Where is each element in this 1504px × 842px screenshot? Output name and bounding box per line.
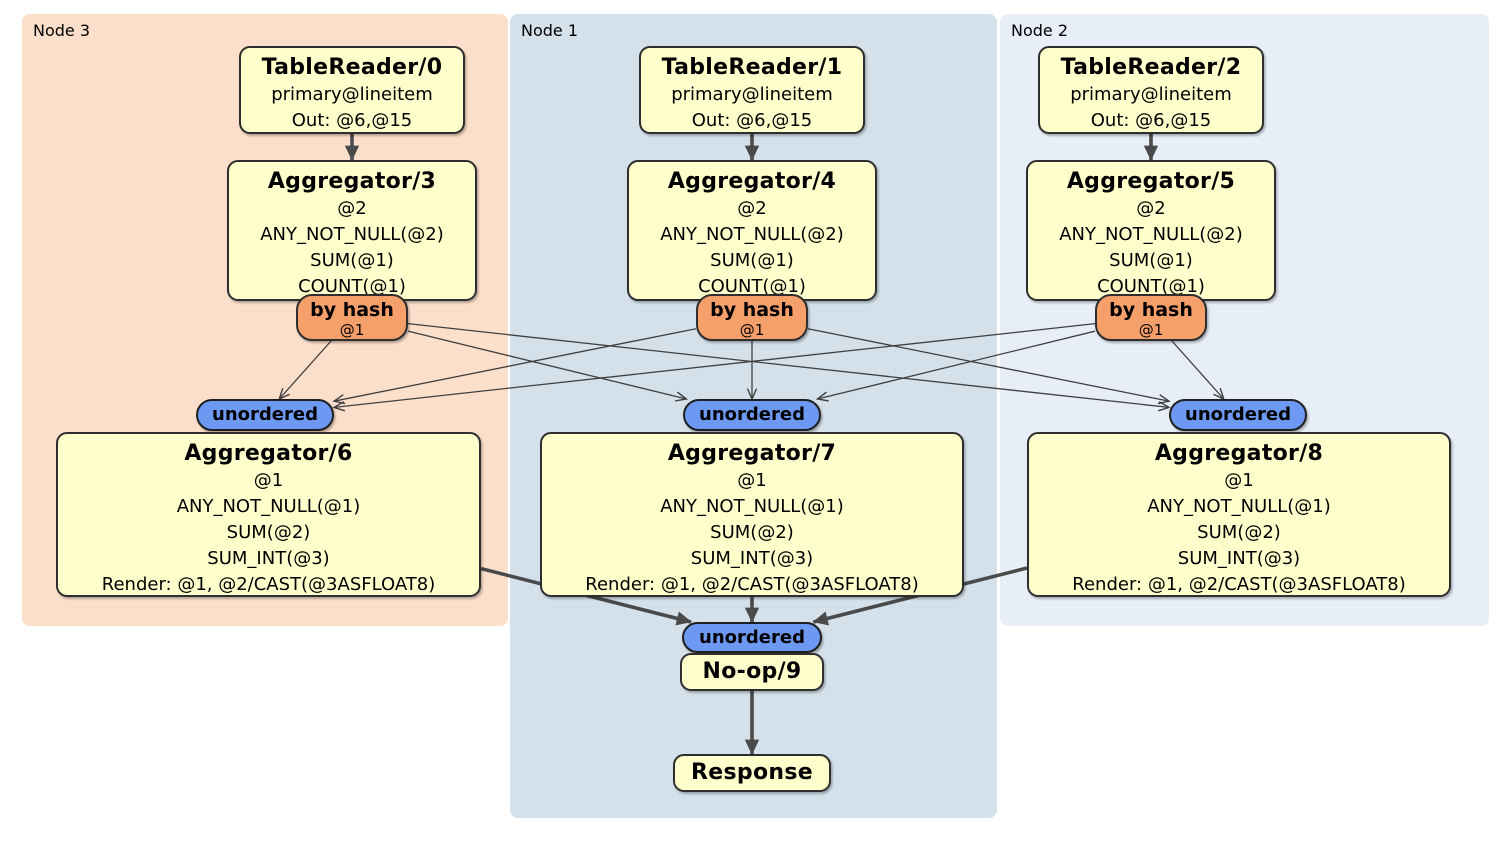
node-aggregator-4-fn1: ANY_NOT_NULL(@2) bbox=[660, 224, 844, 245]
node-response-title: Response bbox=[691, 760, 813, 785]
node-aggregator-7-render: Render: @1, @2/CAST(@3ASFLOAT8) bbox=[585, 574, 919, 595]
router-by-hash-4-label: by hash bbox=[710, 299, 794, 321]
sync-unordered-6: unordered bbox=[196, 399, 334, 431]
node-tablereader-1-title: TableReader/1 bbox=[661, 55, 843, 80]
node-aggregator-3-group: @2 bbox=[337, 198, 367, 219]
node-tablereader-2: TableReader/2 primary@lineitem Out: @6,@… bbox=[1038, 46, 1264, 134]
node-aggregator-5-group: @2 bbox=[1136, 198, 1166, 219]
node-aggregator-6: Aggregator/6 @1 ANY_NOT_NULL(@1) SUM(@2)… bbox=[56, 432, 481, 597]
router-by-hash-5-columns: @1 bbox=[1138, 321, 1164, 339]
node-aggregator-7-fn3: SUM_INT(@3) bbox=[690, 548, 814, 569]
sync-unordered-final-label: unordered bbox=[699, 627, 805, 648]
node-noop-9: No-op/9 bbox=[680, 653, 824, 691]
node-aggregator-5: Aggregator/5 @2 ANY_NOT_NULL(@2) SUM(@1)… bbox=[1026, 160, 1276, 301]
region-node-2-label: Node 2 bbox=[1011, 21, 1069, 40]
node-aggregator-4-fn3: COUNT(@1) bbox=[698, 276, 806, 297]
node-aggregator-3: Aggregator/3 @2 ANY_NOT_NULL(@2) SUM(@1)… bbox=[227, 160, 477, 301]
router-by-hash-3: by hash @1 bbox=[296, 294, 408, 341]
sync-unordered-final: unordered bbox=[682, 622, 822, 653]
node-aggregator-7: Aggregator/7 @1 ANY_NOT_NULL(@1) SUM(@2)… bbox=[540, 432, 964, 597]
node-tablereader-0: TableReader/0 primary@lineitem Out: @6,@… bbox=[239, 46, 465, 134]
router-by-hash-5: by hash @1 bbox=[1095, 294, 1207, 341]
node-aggregator-7-title: Aggregator/7 bbox=[667, 441, 837, 466]
node-tablereader-2-out: Out: @6,@15 bbox=[1090, 110, 1212, 131]
node-aggregator-7-fn2: SUM(@2) bbox=[710, 522, 794, 543]
router-by-hash-5-label: by hash bbox=[1109, 299, 1193, 321]
node-response: Response bbox=[673, 754, 831, 792]
node-aggregator-8-group: @1 bbox=[1224, 470, 1254, 491]
sync-unordered-8-label: unordered bbox=[1185, 404, 1291, 425]
node-aggregator-6-fn3: SUM_INT(@3) bbox=[207, 548, 330, 569]
router-by-hash-3-label: by hash bbox=[310, 299, 394, 321]
node-tablereader-1-index: primary@lineitem bbox=[671, 84, 833, 105]
node-aggregator-6-fn1: ANY_NOT_NULL(@1) bbox=[176, 496, 361, 517]
node-aggregator-8-title: Aggregator/8 bbox=[1154, 441, 1324, 466]
node-aggregator-7-fn1: ANY_NOT_NULL(@1) bbox=[660, 496, 844, 517]
node-tablereader-0-title: TableReader/0 bbox=[261, 55, 443, 80]
node-aggregator-7-group: @1 bbox=[737, 470, 767, 491]
sync-unordered-8: unordered bbox=[1169, 399, 1307, 431]
node-aggregator-4: Aggregator/4 @2 ANY_NOT_NULL(@2) SUM(@1)… bbox=[627, 160, 877, 301]
node-aggregator-5-title: Aggregator/5 bbox=[1066, 169, 1236, 194]
node-aggregator-5-fn3: COUNT(@1) bbox=[1097, 276, 1205, 297]
node-aggregator-6-group: @1 bbox=[253, 470, 284, 491]
node-aggregator-5-fn1: ANY_NOT_NULL(@2) bbox=[1059, 224, 1243, 245]
node-tablereader-1-out: Out: @6,@15 bbox=[691, 110, 813, 131]
node-aggregator-4-group: @2 bbox=[737, 198, 767, 219]
sync-unordered-7: unordered bbox=[683, 399, 821, 431]
node-tablereader-2-title: TableReader/2 bbox=[1060, 55, 1242, 80]
region-node-3-label: Node 3 bbox=[33, 21, 91, 40]
node-aggregator-3-title: Aggregator/3 bbox=[267, 169, 437, 194]
node-aggregator-6-render: Render: @1, @2/CAST(@3ASFLOAT8) bbox=[101, 574, 436, 595]
node-tablereader-2-index: primary@lineitem bbox=[1070, 84, 1232, 105]
node-noop-9-title: No-op/9 bbox=[702, 659, 802, 684]
node-tablereader-0-index: primary@lineitem bbox=[271, 84, 433, 105]
sync-unordered-7-label: unordered bbox=[699, 404, 805, 425]
node-aggregator-8: Aggregator/8 @1 ANY_NOT_NULL(@1) SUM(@2)… bbox=[1027, 432, 1451, 597]
node-aggregator-4-fn2: SUM(@1) bbox=[710, 250, 794, 271]
sync-unordered-6-label: unordered bbox=[212, 404, 318, 425]
node-aggregator-8-fn2: SUM(@2) bbox=[1197, 522, 1281, 543]
node-aggregator-3-fn1: ANY_NOT_NULL(@2) bbox=[260, 224, 444, 245]
node-aggregator-6-fn2: SUM(@2) bbox=[226, 522, 311, 543]
node-aggregator-6-title: Aggregator/6 bbox=[184, 441, 353, 466]
router-by-hash-4-columns: @1 bbox=[739, 321, 765, 339]
node-tablereader-1: TableReader/1 primary@lineitem Out: @6,@… bbox=[639, 46, 865, 134]
node-aggregator-4-title: Aggregator/4 bbox=[667, 169, 837, 194]
router-by-hash-4: by hash @1 bbox=[696, 294, 808, 341]
router-by-hash-3-columns: @1 bbox=[339, 321, 365, 339]
node-aggregator-5-fn2: SUM(@1) bbox=[1109, 250, 1193, 271]
node-aggregator-3-fn3: COUNT(@1) bbox=[298, 276, 406, 297]
node-aggregator-8-fn1: ANY_NOT_NULL(@1) bbox=[1147, 496, 1331, 517]
node-aggregator-8-fn3: SUM_INT(@3) bbox=[1177, 548, 1301, 569]
node-aggregator-8-render: Render: @1, @2/CAST(@3ASFLOAT8) bbox=[1072, 574, 1406, 595]
node-aggregator-3-fn2: SUM(@1) bbox=[310, 250, 394, 271]
node-tablereader-0-out: Out: @6,@15 bbox=[291, 110, 413, 131]
region-node-1-label: Node 1 bbox=[521, 21, 579, 40]
